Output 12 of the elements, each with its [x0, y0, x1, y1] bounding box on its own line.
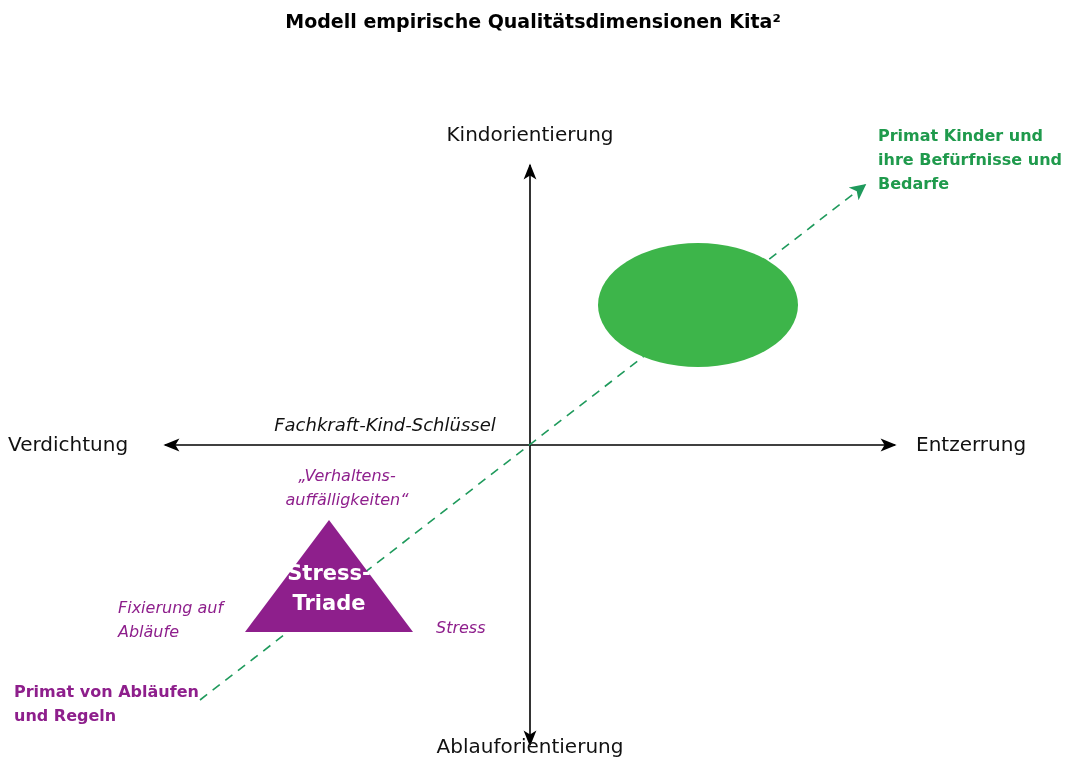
pole-label: Primat von Abläufen und Regeln: [14, 681, 200, 727]
axis-label: Entzerrung: [916, 432, 1028, 456]
side-label: „Verhaltens- auffälligkeiten“: [284, 465, 410, 511]
side-label: Fixierung auf Abläufe: [118, 597, 226, 643]
axis-caption: Fachkraft-Kind-Schlüssel: [273, 414, 497, 435]
triangle-label: Stress- Triade: [286, 560, 372, 617]
diagram-title: Modell empirische Qualitätsdimensionen Kita²: [284, 10, 782, 32]
axis-label: Ablauforientierung: [435, 734, 625, 758]
pole-label: Primat Kinder und ihre Befürfnisse und Bedarfe: [878, 125, 1063, 195]
axis-label: Verdichtung: [8, 432, 130, 456]
side-label: Stress: [436, 617, 487, 639]
axis-label: Kindorientierung: [445, 122, 615, 146]
